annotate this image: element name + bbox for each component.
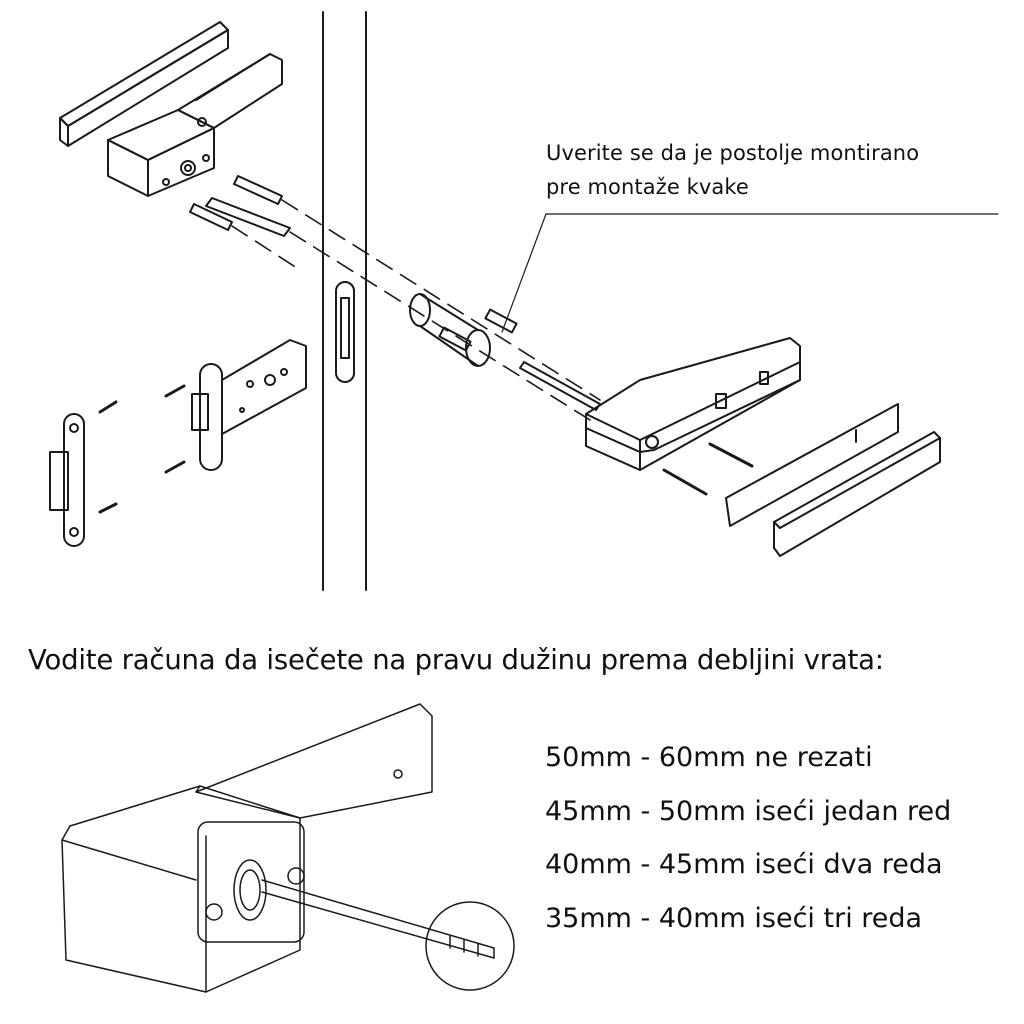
spindle-right [519,361,601,411]
handle-cut-illustration [61,703,515,993]
cut-rule-item: 35mm - 40mm iseći tri reda [545,902,923,934]
latch-mechanism [191,339,307,471]
cover-plates-right [725,403,941,557]
callout-mount-base-note: Uverite se da je postolje montirano pre … [546,136,919,204]
screws-right [662,442,754,496]
screws [98,384,186,514]
handle-right [585,337,801,471]
spindle-and-pins-top-left [189,175,291,237]
door-strike-slot [335,281,355,383]
cut-rule-item: 40mm - 45mm iseći dva reda [545,849,943,880]
callout-line-2: pre montaže kvake [546,175,749,199]
strike-plate [49,413,85,547]
cut-rule-item: 45mm - 50mm iseći jedan red [545,795,952,827]
cut-length-heading: Vodite računa da isečete na pravu dužinu… [28,644,884,676]
door-edge [322,11,367,591]
mounting-base [409,293,518,367]
callout-leader [501,213,999,333]
cut-rule-item: 50mm - 60mm ne rezati [545,742,873,773]
handle-top-left [107,53,283,197]
callout-line-1: Uverite se da je postolje montirano [546,141,920,165]
cover-strip-top-left [59,21,229,147]
cut-rules-list: 50mm - 60mm ne rezati 45mm - 50mm iseći … [545,731,951,945]
